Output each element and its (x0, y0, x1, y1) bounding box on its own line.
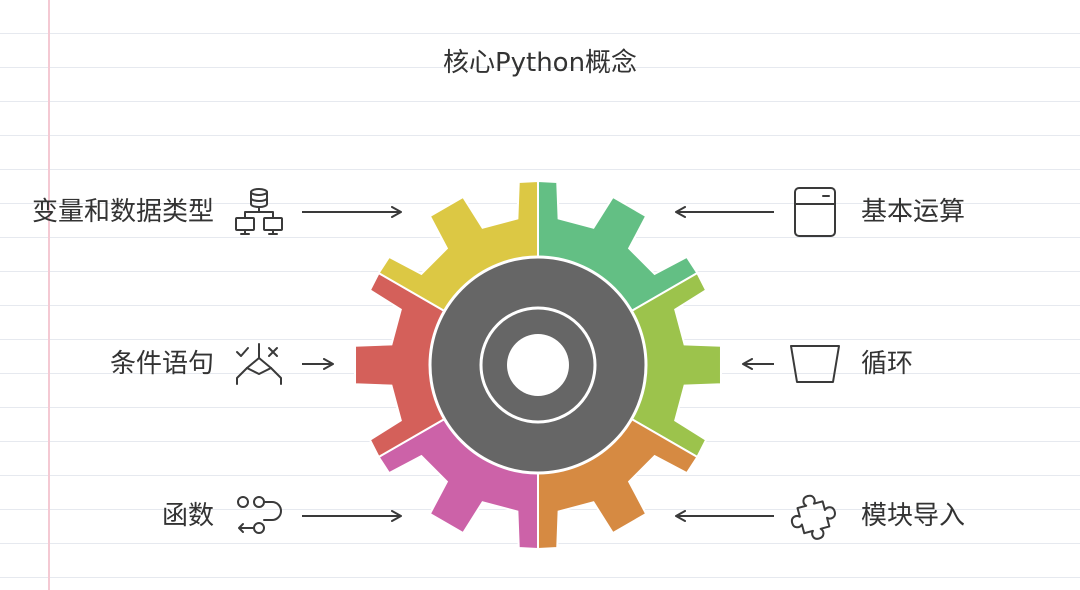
label-loops: 循环 (861, 349, 914, 379)
label-functions: 函数 (161, 501, 214, 531)
calculator-icon (794, 187, 836, 237)
label-variables-data-types: 变量和数据类型 (31, 197, 214, 227)
bucket-icon (790, 345, 840, 383)
gear-inner-ring (479, 306, 597, 424)
label-basic-operations: 基本运算 (861, 197, 966, 227)
gear-hole (507, 334, 569, 396)
label-conditionals: 条件语句 (109, 349, 214, 379)
label-module-import: 模块导入 (861, 501, 966, 531)
database-network-icon (235, 188, 283, 235)
branch-check-cross-icon (236, 343, 282, 385)
function-flow-icon (237, 496, 282, 534)
diagram-title: 核心Python概念 (442, 48, 638, 78)
puzzle-piece-icon (790, 494, 836, 540)
